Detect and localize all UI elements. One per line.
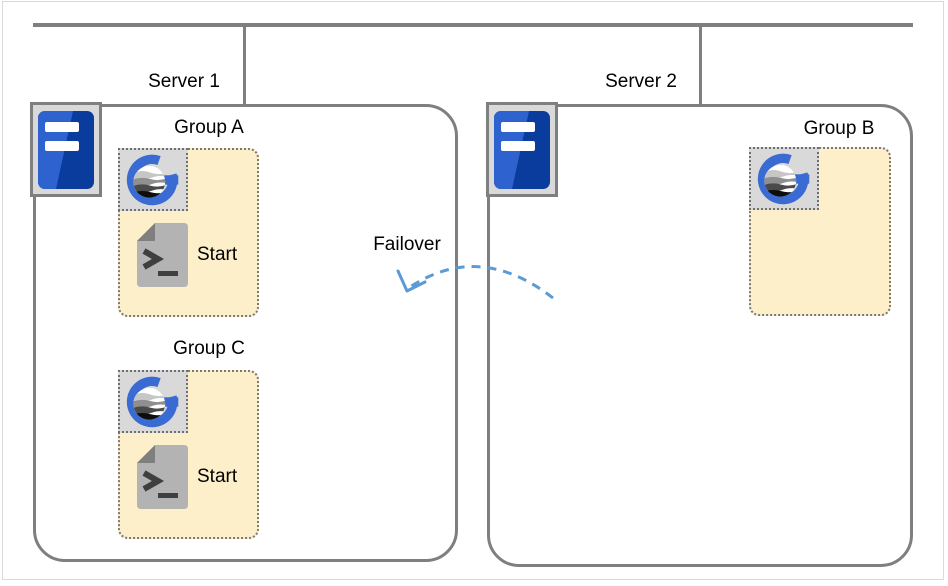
group-b-label: Group B xyxy=(803,118,875,139)
globe-g-app-icon xyxy=(751,149,817,208)
failover-label: Failover xyxy=(373,234,441,255)
globe-g-app-icon xyxy=(120,150,186,209)
script-file-icon xyxy=(137,223,188,287)
group-c-start-script xyxy=(137,445,188,509)
server-tower-icon xyxy=(38,111,94,189)
server1-tower-icon xyxy=(30,102,102,197)
network-bus-line xyxy=(33,23,913,27)
server-tower-icon xyxy=(494,111,550,189)
group-c-app-tile xyxy=(118,370,188,433)
group-a-app-tile xyxy=(118,148,188,211)
server1-connector-line xyxy=(243,25,246,104)
server2-label: Server 2 xyxy=(605,71,677,92)
server2-box xyxy=(487,104,913,567)
script-file-icon xyxy=(137,445,188,509)
group-b-app-tile xyxy=(749,147,819,210)
server1-box xyxy=(33,104,458,562)
group-a-start-label: Start xyxy=(197,244,238,265)
group-a-label: Group A xyxy=(174,117,244,138)
globe-g-app-icon xyxy=(120,372,186,431)
group-a-start-script xyxy=(137,223,188,287)
server1-label: Server 1 xyxy=(148,71,220,92)
group-c-label: Group C xyxy=(173,338,245,359)
group-c-start-label: Start xyxy=(197,466,238,487)
server2-tower-icon xyxy=(486,102,558,197)
server2-connector-line xyxy=(699,25,702,104)
